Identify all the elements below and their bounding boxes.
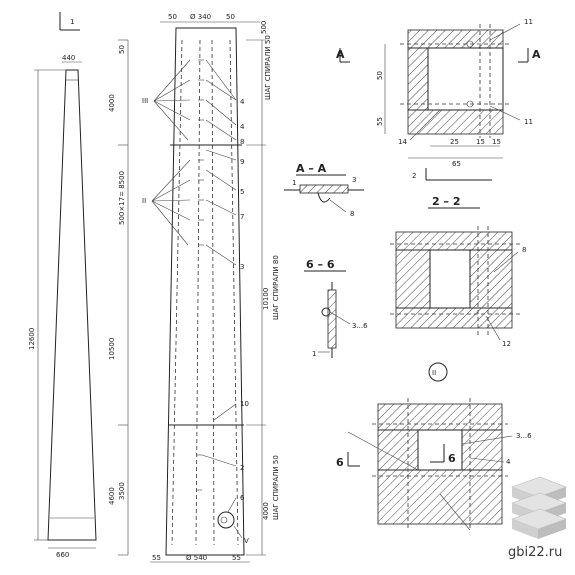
section-1-1-dim-15a: 15	[476, 138, 485, 146]
section-1-1-dim-55: 55	[376, 117, 384, 126]
svg-text:II: II	[142, 197, 146, 205]
left-dim-top-small: 50	[118, 45, 126, 54]
callouts-upper: 4 4 8 9	[205, 59, 245, 166]
section-2-2-title: 2 – 2	[432, 195, 460, 208]
section-a-a-callout-3: 3	[352, 176, 356, 184]
node-marker-III: III	[142, 59, 191, 141]
node-II-section-center: 6	[448, 452, 456, 465]
section-a-a-callout-1: 1	[292, 179, 296, 187]
section-1-1-callout-11-top: 11	[524, 18, 533, 26]
section-2-2-callout-12: 12	[502, 340, 511, 348]
callout-7: 7	[240, 213, 244, 221]
callout-8: 8	[240, 138, 244, 146]
side-view-bottom-width: 660	[56, 551, 69, 559]
watermark-text: gbi22.ru	[508, 545, 562, 560]
top-dim-diameter: Ø 340	[190, 13, 211, 21]
sheet-number: 1	[70, 18, 74, 26]
section-1-1-dim-65: 65	[452, 160, 461, 168]
column-drawing: 50 Ø 340 50 55 Ø 540 55 50 4000 500×17= …	[108, 13, 280, 563]
right-dim-top-small: 500	[260, 21, 268, 34]
side-view-height: 12600	[28, 328, 36, 350]
section-1-1: A A 50 55 25 15 15 65 11 11 14	[336, 18, 541, 168]
callout-5: 5	[240, 188, 244, 196]
section-1-1-label-right: A	[532, 48, 541, 61]
bottom-dim-right: 55	[232, 554, 241, 562]
right-dim-spiral-middle: ШАГ СПИРАЛИ 80	[272, 255, 280, 320]
right-dim-spiral-top: ШАГ СПИРАЛИ 50	[264, 35, 272, 100]
spiral-marks	[196, 59, 204, 491]
svg-text:V: V	[244, 537, 249, 545]
left-dim-segment-5: 3500	[118, 482, 126, 500]
bottom-dim-left: 55	[152, 554, 161, 562]
section-2-2-callout-8: 8	[522, 246, 526, 254]
callout-2: 2	[240, 464, 244, 472]
section-1-1-dim-25: 25	[450, 138, 459, 146]
section-2-2: 2 2 – 2 8 12	[390, 168, 526, 348]
sheet-number-mark: 1	[59, 12, 80, 31]
node-II-section-left: 6	[336, 456, 344, 469]
callout-4a: 4	[240, 98, 245, 106]
section-6-6-callout-3-6: 3...6	[352, 322, 368, 330]
callout-6: 6	[240, 494, 245, 502]
node-II-callout-3-6: 3...6	[516, 432, 532, 440]
left-dim-segment-3: 10500	[108, 338, 116, 360]
node-II-callout-4: 4	[506, 458, 511, 466]
watermark-logo	[511, 476, 567, 539]
node-marker-II: II	[142, 159, 191, 246]
callout-3: 3	[240, 263, 244, 271]
section-2-2-marker: 2	[412, 172, 416, 180]
section-6-6: 6 – 6 3...6 1	[304, 258, 368, 358]
top-dim-right: 50	[226, 13, 235, 21]
svg-text:III: III	[142, 97, 148, 105]
section-1-1-callout-14: 14	[398, 138, 407, 146]
section-a-a-callout-8: 8	[350, 210, 354, 218]
node-II-detail: II 6 6 3...6 4	[336, 362, 532, 531]
section-1-1-dim-15b: 15	[492, 138, 501, 146]
node-marker-V: V	[233, 525, 249, 545]
bottom-dim-diameter: Ø 540	[186, 554, 207, 562]
callout-10: 10	[240, 400, 249, 408]
right-dim-bottom-length: 4000	[262, 502, 270, 520]
top-dim-left: 50	[168, 13, 177, 21]
section-6-6-callout-1: 1	[312, 350, 316, 358]
node-II-marker: II	[432, 369, 436, 377]
section-1-1-label-left: A	[336, 48, 345, 61]
callout-9: 9	[240, 158, 244, 166]
section-a-a: A – A 1 3 8	[284, 162, 364, 218]
left-dim-segment-4: 4600	[108, 487, 116, 505]
section-6-6-title: 6 – 6	[306, 258, 335, 271]
left-dim-segment-2: 500×17= 8500	[118, 171, 126, 225]
side-view-top-width: 440	[62, 54, 75, 62]
pole-side-view: 440 12600 660	[28, 54, 97, 559]
section-1-1-callout-11-bottom: 11	[524, 118, 533, 126]
right-dim-spiral-bottom: ШАГ СПИРАЛИ 50	[272, 455, 280, 520]
section-1-1-dim-50: 50	[376, 71, 384, 80]
section-a-a-title: A – A	[296, 162, 327, 175]
callouts-middle: 5 7 3	[205, 169, 244, 271]
right-dim-middle-length: 10100	[262, 288, 270, 310]
callouts-lower: 10 2 6	[201, 400, 249, 513]
left-dim-segment-1: 4000	[108, 94, 116, 112]
callout-4b: 4	[240, 123, 245, 131]
